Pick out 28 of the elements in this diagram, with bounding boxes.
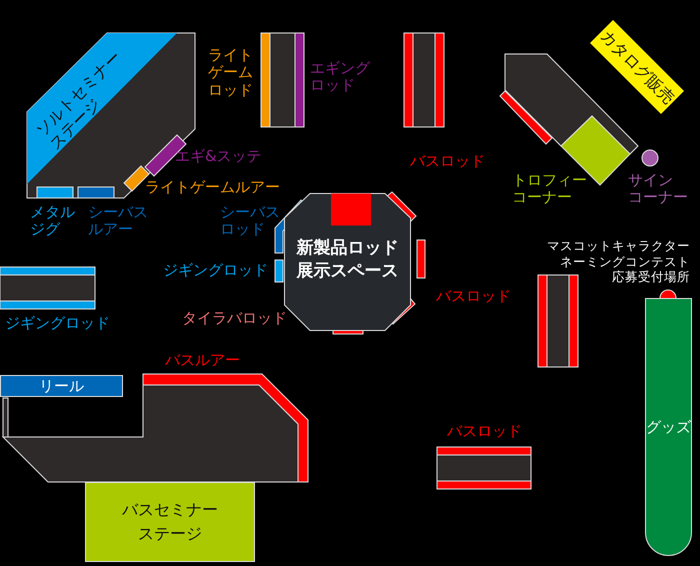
area-label: マスコットキャラクターネーミングコンテスト応募受付場所 [546, 238, 690, 285]
area-label: バスロッド [447, 423, 522, 440]
area-title: バスセミナーステージ [122, 499, 218, 545]
area-label: ジギングロッド [5, 315, 110, 332]
sales-counter [590, 20, 684, 114]
area-label: ライトゲームロッド [208, 47, 253, 99]
area-label: サインコーナー [628, 172, 688, 206]
area-label: メタルジグ [30, 204, 75, 238]
area-title: グッズ [646, 418, 691, 436]
area-label: エギングロッド [310, 60, 370, 94]
area-label: バスロッド [410, 153, 485, 170]
area-label: ジギングロッド [163, 262, 268, 280]
display-space [284, 193, 411, 331]
area-label: バスルアー [165, 352, 240, 370]
reel-shelf [0, 375, 123, 397]
area-label: タイラバロッド [182, 310, 287, 328]
area-label: エギ&スッテ [175, 148, 262, 166]
area-label: シーバスロッド [220, 204, 280, 238]
goods-area [645, 298, 692, 556]
area-title: リール [39, 376, 84, 396]
area-label: シーバスルアー [88, 204, 148, 238]
area-label: トロフィーコーナー [512, 172, 587, 206]
stage-title: ソルトセミナーステージ [32, 47, 126, 154]
area-label: ライトゲームルアー [145, 179, 280, 196]
counter-title: カタログ販売 [596, 26, 678, 108]
area-label: バスロッド [436, 288, 511, 306]
space-title: 新製品ロッド展示スペース [295, 237, 400, 283]
stage-area [85, 482, 255, 562]
